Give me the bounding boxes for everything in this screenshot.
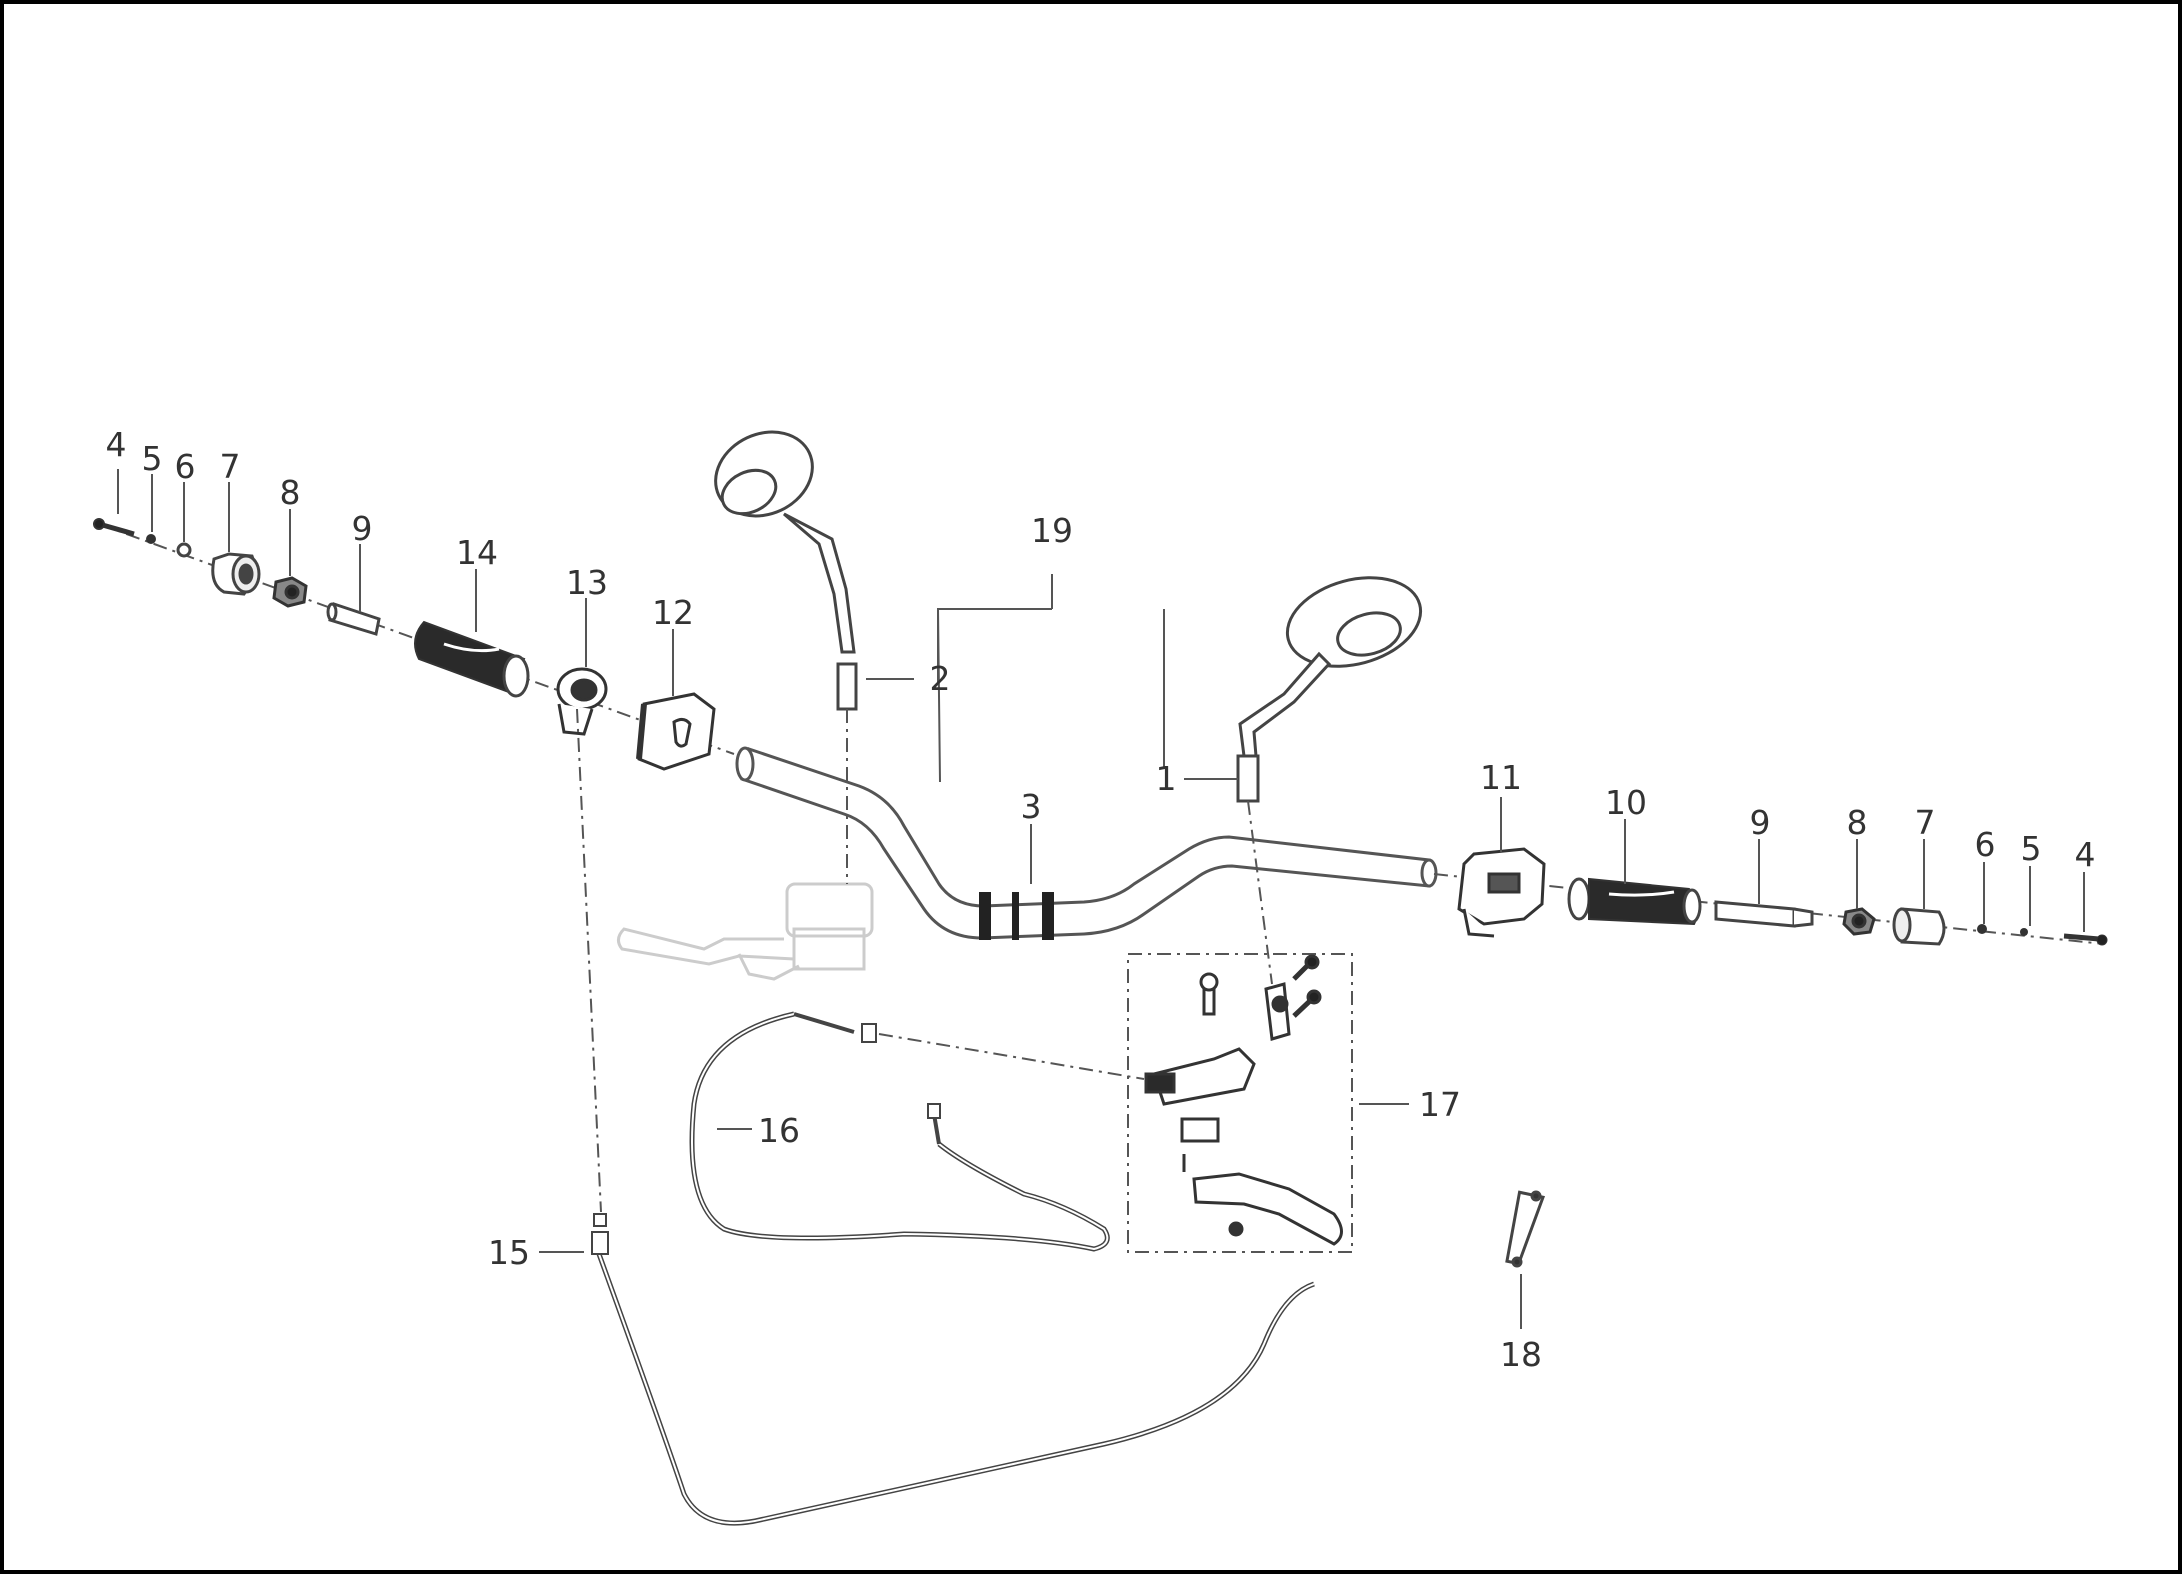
left-bar-end-weight	[211, 552, 261, 596]
callout-right-6: 6	[1975, 825, 1996, 864]
callout-left-14: 14	[456, 533, 498, 572]
left-switch-housing	[636, 692, 716, 771]
callout-cable-15: 15	[488, 1233, 530, 1272]
callout-mirror-2: 2	[930, 659, 951, 698]
callout-mirror-1: 1	[1156, 759, 1177, 798]
callout-right-9: 9	[1750, 803, 1771, 842]
throttle-housing	[556, 667, 608, 736]
callout-cable-16: 16	[758, 1111, 800, 1150]
callout-left-8: 8	[280, 473, 301, 512]
leader-lines	[117, 469, 2085, 1329]
callout-right-10: 10	[1605, 783, 1647, 822]
callout-labels: 4 5 6 7 8 9 14 13 12 2 19 1 3 11 10 9 8 …	[106, 425, 2096, 1374]
left-collar-nut	[272, 576, 308, 608]
left-mirror	[714, 430, 858, 711]
right-mirror-axis	[1247, 800, 1273, 985]
callout-right-11: 11	[1480, 758, 1522, 797]
bar-band-3	[1042, 892, 1054, 940]
left-inner-sleeve	[326, 602, 381, 636]
clutch-lever-parts	[1144, 954, 1343, 1246]
left-washer-5	[146, 534, 156, 544]
callout-left-6: 6	[175, 447, 196, 486]
pivot-rod	[1505, 1190, 1546, 1268]
left-throttle-grip	[414, 620, 530, 698]
right-bar-end-weight	[1892, 907, 1946, 946]
callout-left-12: 12	[652, 593, 694, 632]
clutch-cable-axis	[878, 1033, 1145, 1080]
throttle-cable-axis	[576, 708, 602, 1213]
diagram-frame: 4 5 6 7 8 9 14 13 12 2 19 1 3 11 10 9 8 …	[4, 4, 2178, 1570]
right-bolt	[2063, 933, 2108, 946]
left-washer-6	[176, 542, 192, 558]
exploded-parts-diagram: 4 5 6 7 8 9 14 13 12 2 19 1 3 11 10 9 8 …	[93, 425, 2108, 1526]
callout-rod-18: 18	[1500, 1335, 1542, 1374]
right-collar-nut	[1842, 907, 1876, 936]
left-axis-line	[98, 523, 735, 755]
right-inner-sleeve	[1714, 900, 1814, 928]
callout-right-4: 4	[2075, 835, 2096, 874]
callout-assembly-19: 19	[1031, 511, 1073, 550]
bar-band-1	[979, 892, 991, 940]
callout-left-5: 5	[142, 439, 163, 478]
callout-bar-3: 3	[1021, 787, 1042, 826]
right-switch-housing	[1457, 847, 1546, 938]
right-washer-5	[2020, 928, 2028, 936]
right-washer-6	[1977, 924, 1987, 934]
left-bolt	[93, 518, 135, 537]
clutch-cable	[689, 1011, 1110, 1252]
handlebar-tube	[735, 746, 1438, 940]
callout-right-7: 7	[1915, 803, 1936, 842]
callout-left-13: 13	[566, 563, 608, 602]
bar-band-2	[1012, 892, 1019, 940]
callout-left-7: 7	[220, 447, 241, 486]
callout-right-8: 8	[1847, 803, 1868, 842]
right-mirror	[1236, 576, 1423, 803]
callout-left-9: 9	[352, 509, 373, 548]
right-grip	[1567, 877, 1702, 926]
brake-master-cylinder-ghost	[617, 882, 874, 981]
callout-left-4: 4	[106, 425, 127, 464]
callout-lever-17: 17	[1419, 1085, 1461, 1124]
callout-right-5: 5	[2021, 829, 2042, 868]
right-axis-line	[1433, 873, 2105, 945]
throttle-cable	[591, 1213, 1315, 1526]
